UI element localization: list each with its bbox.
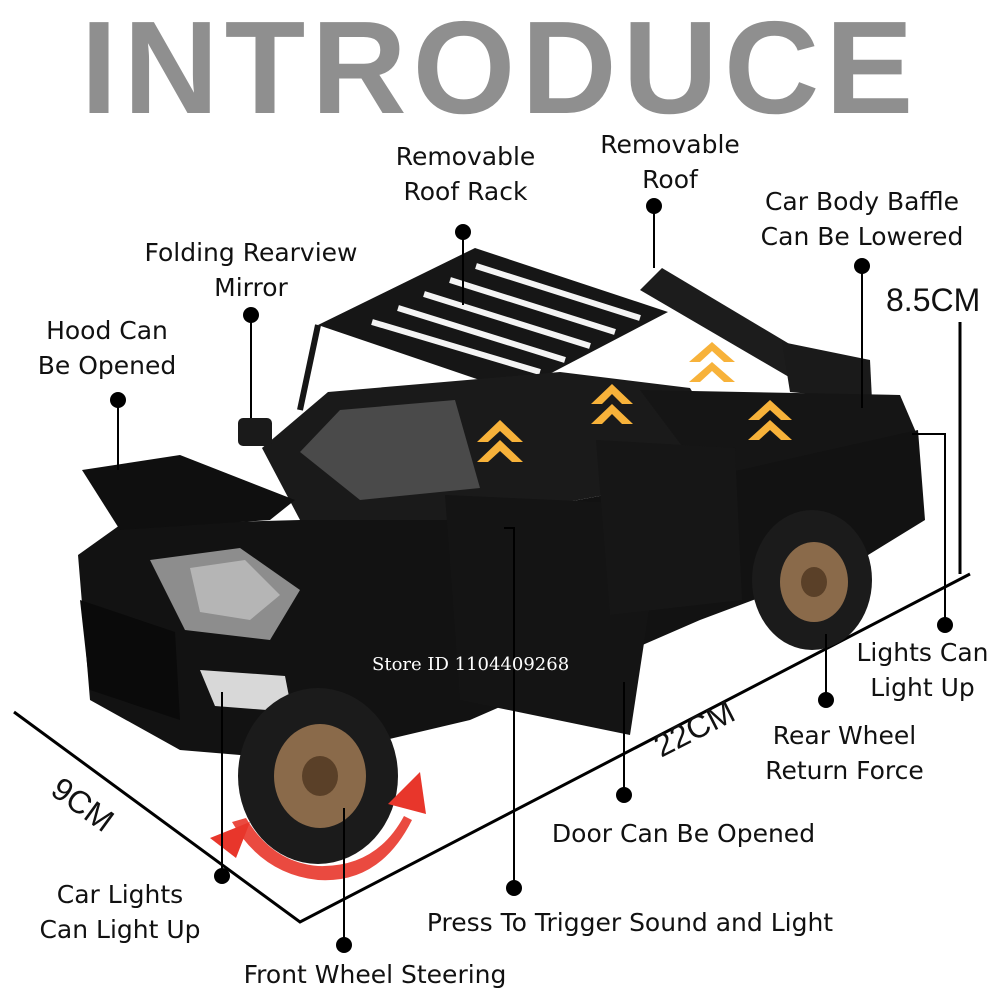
height-dimension-label: 8.5CM [886,282,981,318]
pickup-truck-illustration [78,248,925,881]
rearview-mirror [238,418,272,446]
open-hood [82,455,295,530]
glow-arrows [477,342,792,462]
hood-label: Hood Can Be Opened [37,316,177,380]
callout-dots [110,198,953,953]
page-title: INTRODUCE [80,0,920,141]
folding-mirror-label: Folding Rearview Mirror [144,238,358,302]
lights-can-light-up-label: Lights Can Light Up [856,638,989,702]
removable-roof-rack-label: Removable Roof Rack [395,142,536,206]
car-body-baffle-label: Car Body Baffle Can Be Lowered [760,187,964,251]
callout-lines [117,206,946,945]
rear-wheel-label: Rear Wheel Return Force [765,721,924,785]
store-id-watermark: Store ID 1104409268 [372,654,570,675]
dimension-frame [13,322,971,924]
rear-door [596,440,742,615]
steering-arrow [210,772,426,881]
front-grille [80,600,180,720]
front-wheel-steering-label: Front Wheel Steering [243,960,507,989]
sound-and-light-label: Press To Trigger Sound and Light [426,908,834,937]
rear-wheel [752,510,872,650]
door-label: Door Can Be Opened [551,819,816,848]
windshield [300,400,480,500]
removable-roof-label: Removable Roof [600,130,740,194]
car-lights-label: Car Lights Can Light Up [39,880,201,944]
front-wheel [238,688,398,864]
roof-rack [297,248,668,411]
